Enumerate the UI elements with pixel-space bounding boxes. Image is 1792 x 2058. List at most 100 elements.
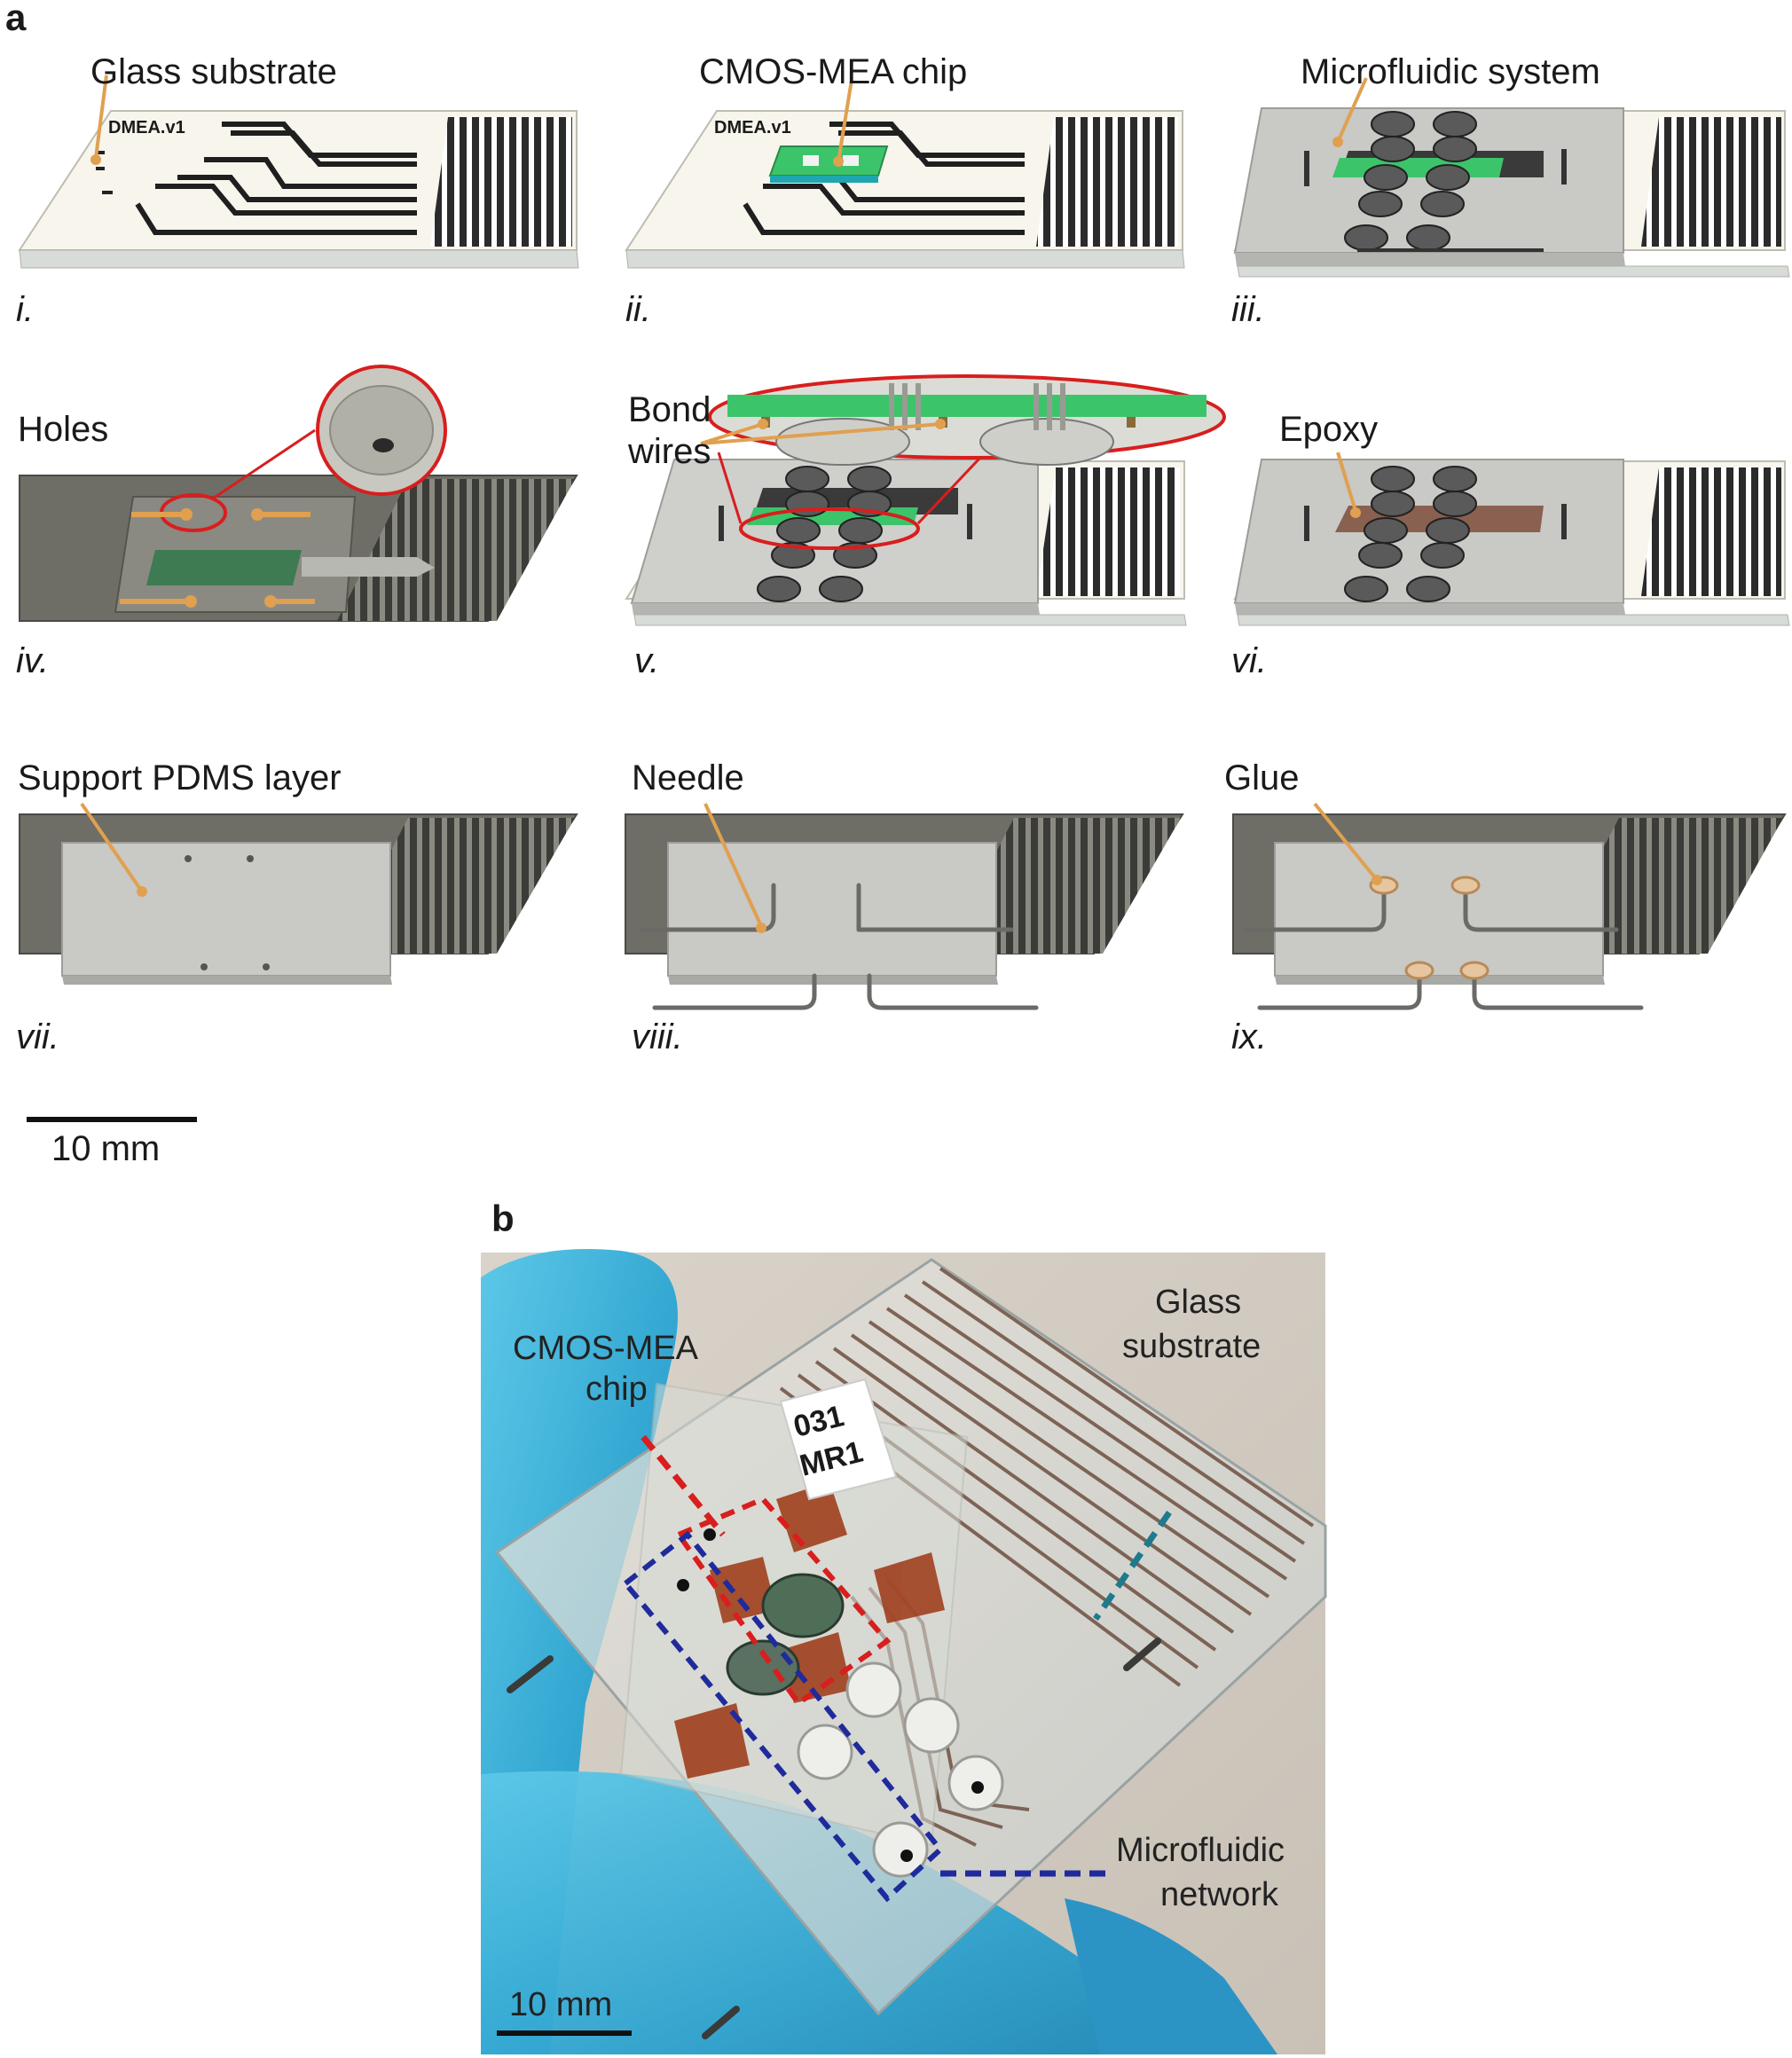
- leader-dot: [756, 923, 766, 933]
- step-numeral-i: i.: [16, 290, 34, 329]
- label-epoxy: Epoxy: [1279, 410, 1378, 449]
- step-numeral-vii: vii.: [16, 1017, 59, 1056]
- leader-cmos-chip: [837, 79, 853, 162]
- slot: [1561, 504, 1567, 539]
- leader-epoxy: [1336, 452, 1357, 512]
- needles: [1245, 883, 1644, 1010]
- leader-dot: [1372, 875, 1382, 885]
- leader-dot: [758, 419, 768, 429]
- slot: [1561, 149, 1567, 185]
- scalebar-b-label: 10 mm: [509, 1986, 612, 2023]
- step-vii-support-pdms-layer: Support PDMS layer vii.: [16, 758, 578, 1056]
- zoom-leader: [717, 452, 743, 524]
- label-microfluidic-system: Microfluidic system: [1301, 52, 1600, 91]
- glass-substrate-edge: [19, 249, 579, 269]
- zoom-bond-wire-bars: [889, 383, 1065, 430]
- wells: [1344, 466, 1477, 602]
- label-photo-network-2: network: [1160, 1876, 1279, 1913]
- contact-pads: [1036, 467, 1180, 596]
- zoom-chip-strip: [727, 395, 1206, 417]
- leader-dot: [90, 154, 101, 165]
- step-numeral-iv: iv.: [16, 641, 49, 680]
- wells: [757, 466, 892, 602]
- leader-dot: [1332, 137, 1343, 147]
- glass-substrate-edge: [633, 614, 1187, 626]
- support-pdms-edge: [1275, 976, 1605, 985]
- leader-dot: [1350, 507, 1361, 518]
- leader-microfluidic: [1336, 77, 1368, 143]
- contact-pads-underside: [943, 818, 1181, 954]
- photo-chips: [726, 1573, 845, 1696]
- pdms-edge: [1235, 253, 1625, 266]
- leader-dot: [935, 419, 946, 429]
- photo-ports: [677, 1528, 984, 1862]
- chip-outline: [674, 1496, 892, 1708]
- leader-needle: [703, 803, 763, 927]
- step-iii-microfluidic-system: Microfluidic system iii.: [1231, 52, 1790, 329]
- network-outline: [621, 1530, 945, 1903]
- chip-pointer: [641, 1434, 726, 1537]
- sample-sticker: 031 MR1: [779, 1378, 898, 1501]
- electrode-traces: [743, 122, 1025, 235]
- chip-mark-text: DMEA.v1: [108, 118, 185, 137]
- chip-visible: [1332, 158, 1504, 177]
- scalebar-a-label: 10 mm: [51, 1129, 160, 1168]
- zoom-well: [329, 385, 434, 475]
- label-photo-cmos-2: chip: [586, 1371, 648, 1408]
- hole-arrows: [120, 512, 315, 604]
- step-numeral-v: v.: [634, 641, 659, 680]
- label-photo-cmos-1: CMOS-MEA: [513, 1330, 699, 1367]
- step-numeral-viii: viii.: [632, 1017, 683, 1056]
- support-pdms-block: [667, 842, 997, 977]
- step-numeral-iii: iii.: [1231, 290, 1265, 329]
- step-numeral-ix: ix.: [1231, 1017, 1267, 1056]
- slot: [719, 506, 724, 541]
- zoom-leader: [212, 428, 316, 500]
- label-support-pdms-layer: Support PDMS layer: [18, 758, 342, 797]
- step-i-glass-substrate: DMEA.v1 Glass substrate i.: [16, 52, 579, 329]
- electrode-traces: [135, 122, 417, 235]
- photo-needles: [507, 1638, 1161, 2039]
- slot: [967, 504, 972, 539]
- leader-glass-substrate: [94, 75, 108, 159]
- label-holes: Holes: [18, 410, 108, 449]
- support-pdms-edge: [668, 976, 998, 985]
- contact-pads: [1641, 467, 1781, 596]
- slot: [1304, 506, 1309, 541]
- step-ii-cmos-mea-chip: DMEA.v1 CMOS-MEA chip ii.: [625, 52, 1185, 329]
- label-needle: Needle: [632, 758, 744, 797]
- label-bond: Bond: [628, 390, 711, 429]
- step-v-bond-wires: Bond wires v.: [625, 374, 1226, 680]
- chip-window: [843, 155, 859, 166]
- panel-b-letter: b: [491, 1198, 515, 1239]
- panel-a-letter: a: [5, 0, 27, 38]
- step-numeral-ii: ii.: [625, 290, 651, 329]
- pdms-edge: [632, 603, 1040, 615]
- step-ix-glue: Glue ix.: [1224, 758, 1787, 1056]
- support-pdms-edge: [62, 976, 392, 985]
- contact-pads-underside: [337, 479, 575, 621]
- glue-dots: [1369, 876, 1489, 980]
- leader-support-pdms: [80, 802, 144, 893]
- pdms-edge: [1235, 603, 1625, 615]
- channel-outlet: [302, 557, 435, 577]
- label-photo-glass-1: Glass: [1155, 1284, 1241, 1321]
- highlight-bond-area: [739, 507, 920, 550]
- label-wires: wires: [627, 432, 711, 471]
- leader-dot: [137, 886, 147, 897]
- label-glue: Glue: [1224, 758, 1300, 797]
- support-pdms-block: [1274, 842, 1604, 977]
- hole-arrow-dots: [180, 508, 277, 608]
- glass-substrate-edge: [1237, 265, 1790, 278]
- label-cmos-mea-chip: CMOS-MEA chip: [699, 52, 967, 91]
- label-glass-substrate: Glass substrate: [90, 52, 337, 91]
- glass-pointer: [1093, 1511, 1172, 1621]
- label-photo-glass-2: substrate: [1122, 1328, 1261, 1365]
- leader-dot: [833, 156, 844, 167]
- wells: [1344, 111, 1477, 251]
- zoom-hole: [373, 438, 394, 452]
- step-viii-needle: Needle viii.: [625, 758, 1184, 1056]
- slot: [1304, 151, 1309, 186]
- contact-pads-underside: [337, 818, 575, 954]
